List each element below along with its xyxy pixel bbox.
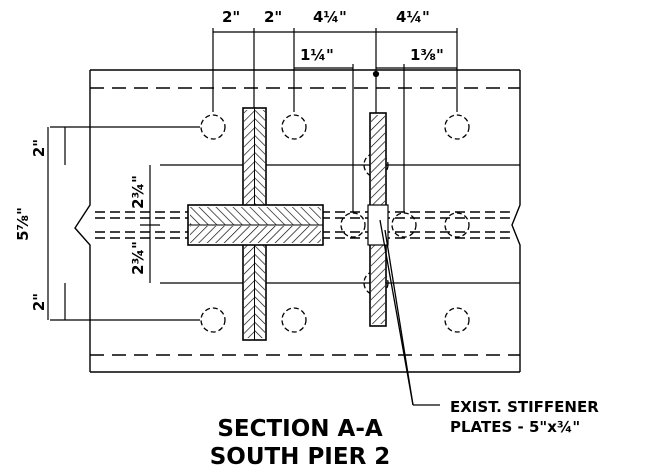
dim-top-1: 2" — [222, 8, 240, 26]
beam-outline — [74, 69, 521, 373]
dim-top-4: 4¼" — [396, 8, 430, 26]
dim-left-lower-mid: 2¾" — [129, 241, 147, 275]
center-lines — [50, 126, 520, 321]
left-dimension-lines — [47, 127, 160, 320]
dim-top-3: 4¼" — [313, 8, 347, 26]
section-subtitle: SOUTH PIER 2 — [210, 444, 391, 470]
section-title: SECTION A-A — [217, 416, 383, 442]
dim-left-bottom: 2" — [30, 293, 48, 311]
dim-top-inner-right: 1⅜" — [410, 46, 444, 64]
note-leaders — [379, 219, 440, 406]
dim-left-top: 2" — [30, 139, 48, 157]
dim-left-total: 5⅞" — [14, 207, 32, 241]
bolt-holes — [200, 114, 470, 333]
note-line-1: EXIST. STIFFENER — [450, 398, 599, 416]
top-dimension-lines — [212, 28, 458, 212]
cruciform-plate — [187, 107, 324, 341]
note-line-2: PLATES - 5"x¾" — [450, 418, 580, 436]
dim-left-upper-mid: 2¾" — [129, 175, 147, 209]
existing-stiffener-plate — [367, 112, 389, 327]
dim-top-inner-left: 1¼" — [300, 46, 334, 64]
dim-top-2: 2" — [264, 8, 282, 26]
